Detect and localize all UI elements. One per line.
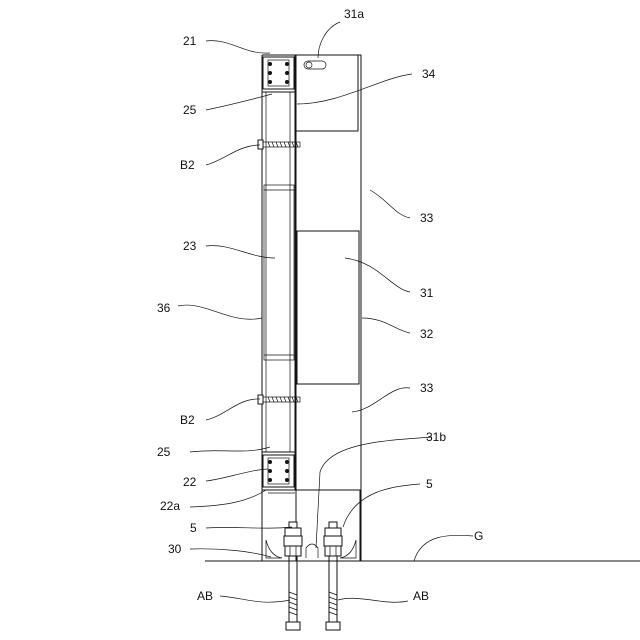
label-30: 30	[168, 542, 182, 556]
label-36: 36	[157, 301, 171, 315]
base-housing	[262, 490, 360, 561]
label-21: 21	[183, 34, 197, 48]
bottom-connector	[263, 455, 294, 487]
bolt-b2-bottom	[258, 395, 300, 404]
label-25-bottom: 25	[157, 445, 171, 459]
keyhole-circle	[306, 62, 312, 68]
top-connector	[263, 57, 294, 89]
base-gusset-left	[266, 540, 282, 558]
label-34: 34	[422, 67, 436, 81]
label-ab-right: AB	[413, 589, 429, 603]
label-ab-left: AB	[197, 589, 213, 603]
anchor-bolt-right	[324, 522, 342, 630]
label-22: 22	[183, 475, 197, 489]
anchor-bolt-left	[284, 522, 302, 630]
leader-lines	[178, 22, 473, 602]
column-middle-box	[264, 185, 294, 360]
center-panel-31	[297, 231, 359, 384]
label-g: G	[474, 529, 483, 543]
label-b2-bottom: B2	[180, 413, 195, 427]
label-5-right: 5	[426, 477, 433, 491]
label-33-bottom: 33	[420, 381, 434, 395]
upper-block-34	[296, 55, 358, 131]
label-22a: 22a	[160, 499, 180, 513]
label-33-top: 33	[420, 211, 434, 225]
label-32: 32	[420, 327, 434, 341]
label-23: 23	[183, 239, 197, 253]
label-31a: 31a	[344, 7, 364, 21]
label-31b: 31b	[426, 430, 446, 444]
label-b2-top: B2	[180, 158, 195, 172]
bolt-b2-top	[258, 140, 300, 149]
label-5-left: 5	[190, 521, 197, 535]
label-25-top: 25	[183, 103, 197, 117]
label-31: 31	[420, 286, 434, 300]
